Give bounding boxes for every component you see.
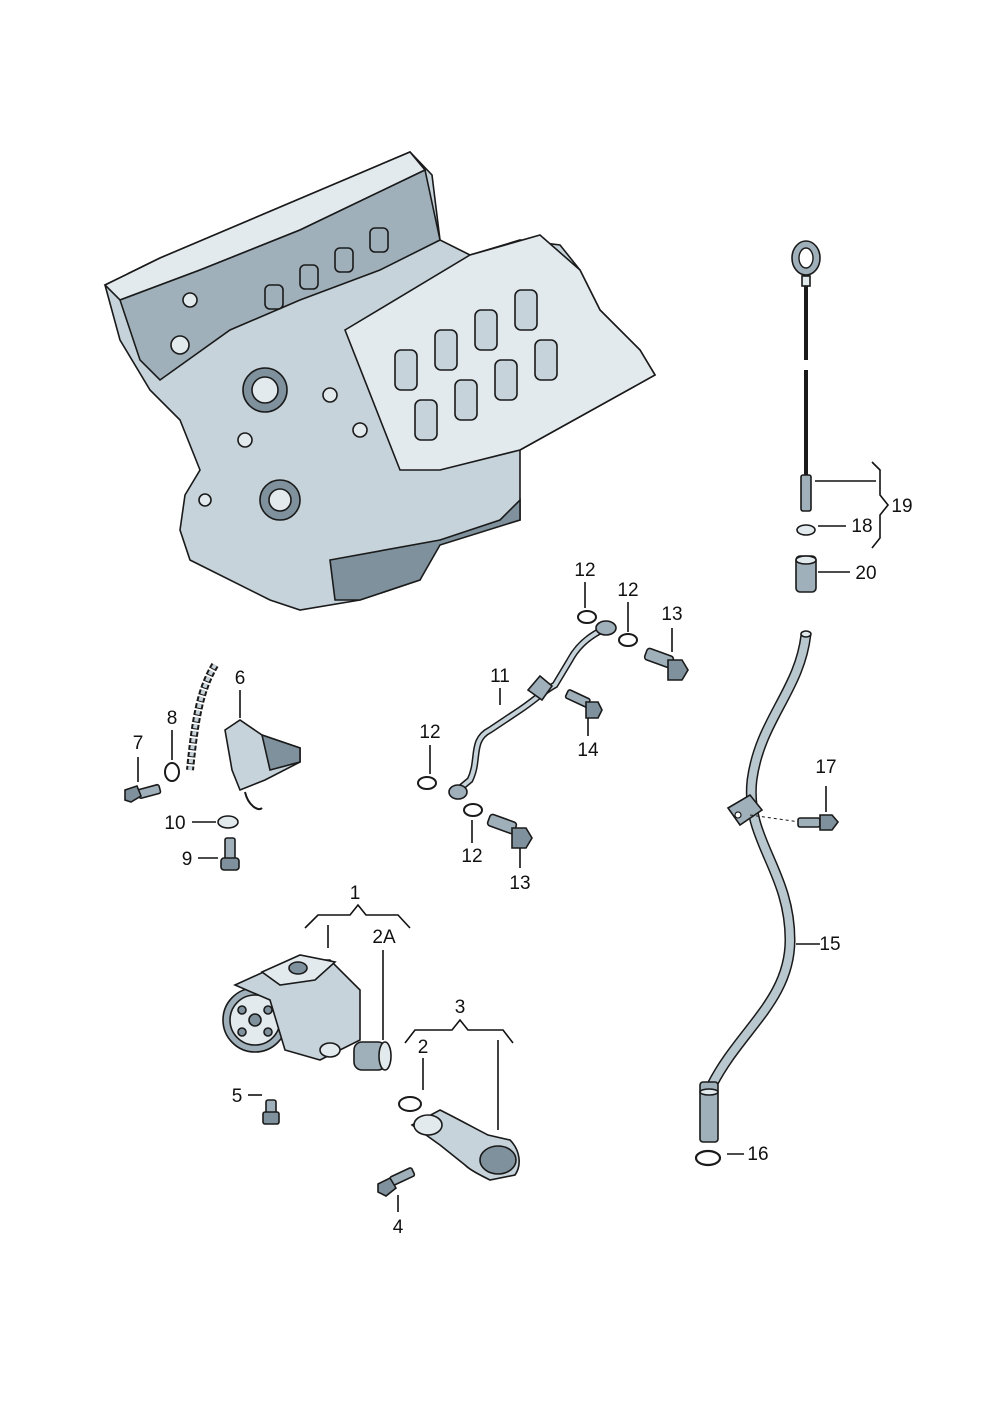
oil-line [417, 610, 689, 849]
callout-labels: 1 2A 2 3 4 5 6 7 8 9 10 11 12 12 12 12 1… [133, 496, 913, 1238]
callout-7: 7 [133, 733, 144, 754]
callout-5: 5 [232, 1086, 243, 1107]
callout-9: 9 [182, 849, 193, 870]
callout-16: 16 [747, 1144, 768, 1165]
callout-2a: 2A [372, 927, 396, 948]
callout-10: 10 [164, 813, 185, 834]
bolt-17 [749, 814, 840, 831]
callout-12-a: 12 [574, 560, 595, 581]
oil-pump-group [222, 954, 520, 1197]
callout-3: 3 [455, 997, 466, 1018]
callout-8: 8 [167, 708, 178, 729]
callout-14: 14 [577, 740, 599, 761]
chain-tensioner-group [124, 662, 301, 871]
callout-13-a: 13 [661, 604, 682, 625]
callout-12-c: 12 [419, 722, 440, 743]
callout-4: 4 [393, 1217, 404, 1238]
callout-12-d: 12 [461, 846, 482, 867]
callout-12-b: 12 [617, 580, 638, 601]
callout-18: 18 [851, 516, 872, 537]
engine-block [103, 151, 657, 611]
cam-bores [264, 227, 558, 441]
callout-6: 6 [235, 668, 246, 689]
callout-17: 17 [815, 757, 836, 778]
callout-20: 20 [855, 563, 876, 584]
leader-lines [137, 461, 890, 1212]
callout-11: 11 [490, 666, 510, 687]
callout-19: 19 [891, 496, 912, 517]
callout-1: 1 [350, 883, 361, 904]
callout-15: 15 [819, 934, 840, 955]
callout-13-b: 13 [509, 873, 530, 894]
callout-2: 2 [418, 1037, 429, 1058]
dipstick-assembly [694, 240, 840, 1167]
